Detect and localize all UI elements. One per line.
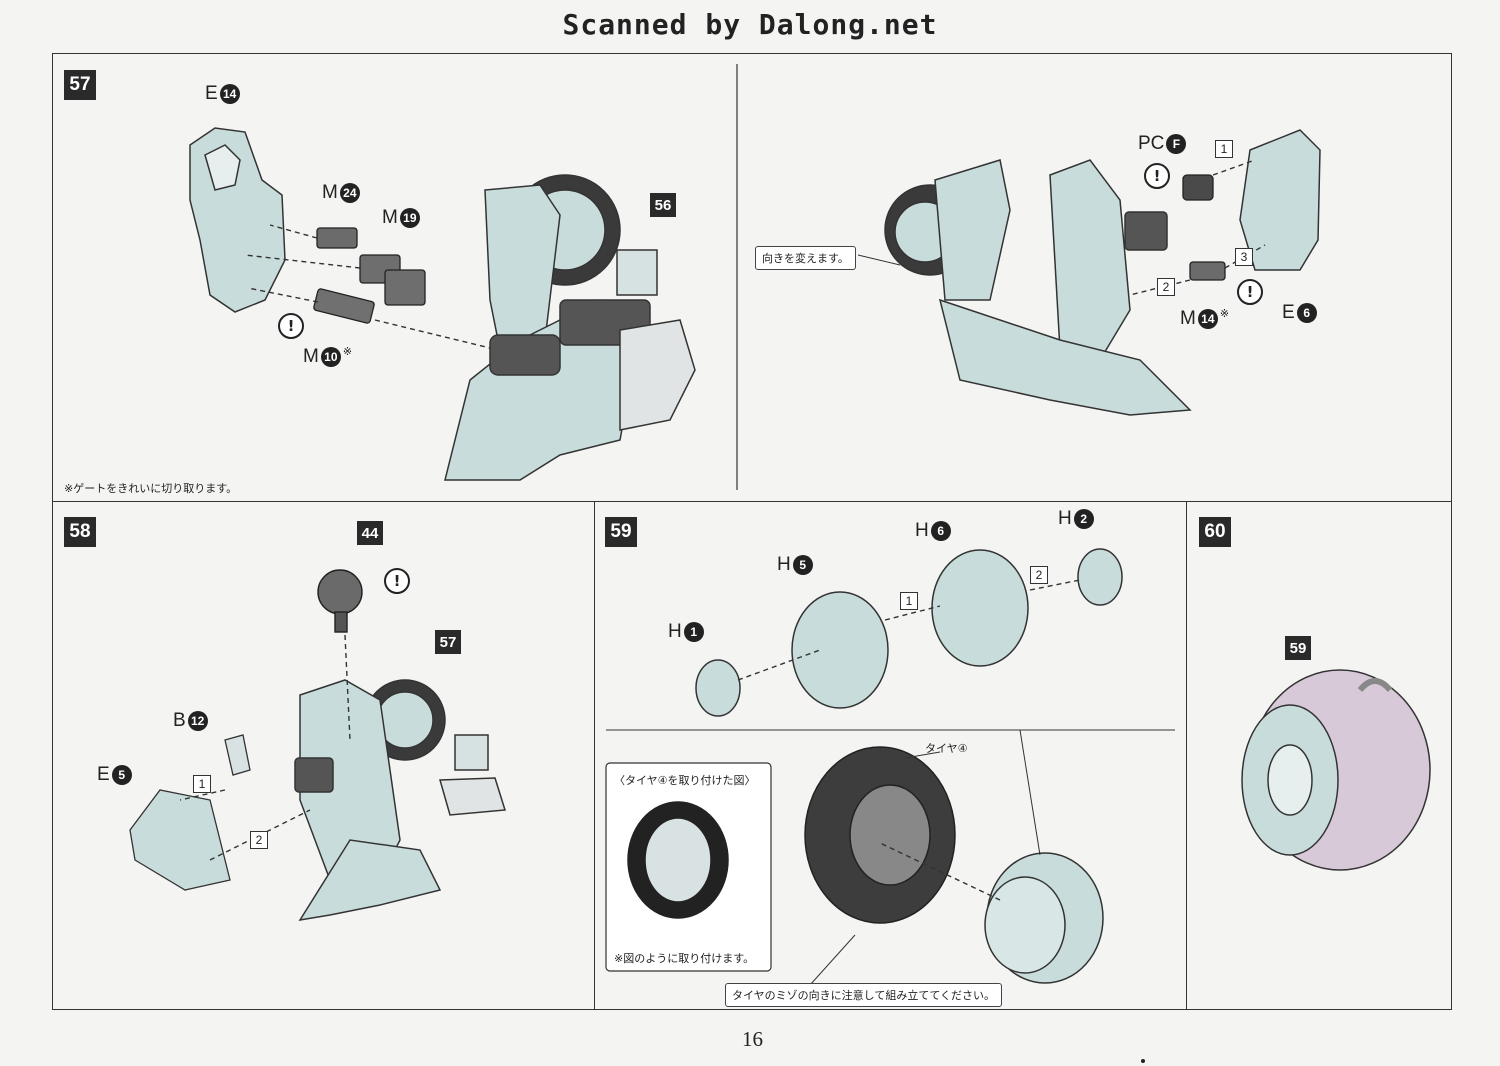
- sequence-1: 1: [193, 775, 211, 793]
- label-number: 6: [1296, 303, 1317, 323]
- tire-groove-note: タイヤのミゾの向きに注意して組み立ててください。: [725, 983, 1003, 1007]
- part-pc-f-illustration: [1182, 174, 1214, 201]
- leg-assembly-57: [444, 174, 696, 481]
- part-44-illustration: [317, 569, 363, 633]
- label-number: 14: [1197, 309, 1218, 329]
- label-letter: H: [915, 520, 929, 541]
- label-letter: E: [97, 764, 110, 785]
- label-m10: M 10 ※: [303, 346, 352, 368]
- label-h6: H 6: [915, 520, 951, 542]
- part-e14-illustration: [189, 127, 286, 313]
- warning-icon: !: [278, 313, 304, 339]
- wheel-exploded: [695, 548, 1123, 717]
- leg-assembly-58: [294, 679, 506, 922]
- part-m14-illustration: [1189, 261, 1226, 281]
- warning-icon: !: [384, 568, 410, 594]
- inset-note: ※図のように取り付けます。: [614, 952, 755, 965]
- label-asterisk: ※: [1219, 307, 1230, 320]
- step-number-58: 58: [64, 517, 96, 547]
- ref-step-59: 59: [1285, 636, 1311, 660]
- ref-step-57: 57: [435, 630, 461, 654]
- label-letter: B: [173, 710, 186, 731]
- label-letter: PC: [1138, 133, 1165, 154]
- label-h1: H 1: [668, 621, 704, 643]
- label-letter: H: [668, 621, 682, 642]
- tire-4-illustration: [804, 746, 956, 924]
- label-letter: M: [303, 346, 319, 367]
- label-letter: E: [1282, 302, 1295, 323]
- label-number: 10: [320, 347, 341, 367]
- label-number: 19: [399, 208, 420, 228]
- label-e14: E 14: [205, 83, 240, 105]
- assembled-wheel-60: [1241, 669, 1431, 871]
- label-number: 12: [187, 711, 208, 731]
- warning-icon: !: [1144, 163, 1170, 189]
- label-asterisk: ※: [342, 345, 353, 358]
- ref-part-44: 44: [357, 521, 383, 545]
- rotate-callout: 向きを変えます。: [755, 246, 856, 270]
- sequence-1: 1: [900, 592, 918, 610]
- part-m10-illustration: [313, 288, 375, 324]
- step-number-60: 60: [1199, 517, 1231, 547]
- rotate-arrow-icon: [1357, 678, 1393, 693]
- leg-assembly-rotated: [884, 159, 1192, 416]
- sequence-2: 2: [1157, 278, 1175, 296]
- label-number: F: [1166, 134, 1187, 154]
- label-b12: B 12: [173, 710, 208, 732]
- label-letter: E: [205, 83, 218, 104]
- label-h5: H 5: [777, 554, 813, 576]
- label-h2: H 2: [1058, 508, 1094, 530]
- label-number: 14: [219, 84, 240, 104]
- label-m14: M 14 ※: [1180, 308, 1229, 330]
- wheel-hub-illustration: [984, 852, 1104, 984]
- part-e6-illustration: [1239, 129, 1321, 271]
- ref-step-56: 56: [650, 193, 676, 217]
- label-letter: M: [322, 182, 338, 203]
- part-b12-illustration: [224, 734, 251, 776]
- label-pc-f: PC F: [1138, 133, 1187, 155]
- sequence-1: 1: [1215, 140, 1233, 158]
- inset-title: 〈タイヤ④を取り付けた図〉: [614, 774, 756, 787]
- gate-note: ※ゲートをきれいに切り取ります。: [64, 482, 238, 495]
- label-number: 5: [111, 765, 132, 785]
- label-m19: M 19: [382, 207, 420, 229]
- label-e5: E 5: [97, 764, 132, 786]
- label-letter: M: [382, 207, 398, 228]
- label-number: 5: [792, 555, 813, 575]
- scan-credit: Scanned by Dalong.net: [562, 8, 938, 41]
- label-m24: M 24: [322, 182, 360, 204]
- part-m19-illustration: [359, 254, 426, 306]
- sequence-2: 2: [250, 831, 268, 849]
- sequence-2: 2: [1030, 566, 1048, 584]
- label-e6: E 6: [1282, 302, 1317, 324]
- step-number-59: 59: [605, 517, 637, 547]
- label-number: 6: [930, 521, 951, 541]
- inset-tire: [627, 801, 729, 919]
- label-number: 24: [339, 183, 360, 203]
- label-number: 2: [1073, 509, 1094, 529]
- warning-icon: !: [1237, 279, 1263, 305]
- page-number: 16: [742, 1027, 763, 1051]
- label-letter: H: [1058, 508, 1072, 529]
- sequence-3: 3: [1235, 248, 1253, 266]
- step-number-57: 57: [64, 70, 96, 100]
- part-m24-illustration: [316, 227, 358, 249]
- label-letter: M: [1180, 308, 1196, 329]
- tire-label: タイヤ④: [925, 742, 968, 755]
- panel-step-60: [1186, 501, 1452, 1010]
- part-e5-illustration: [129, 789, 231, 891]
- label-number: 1: [683, 622, 704, 642]
- label-letter: H: [777, 554, 791, 575]
